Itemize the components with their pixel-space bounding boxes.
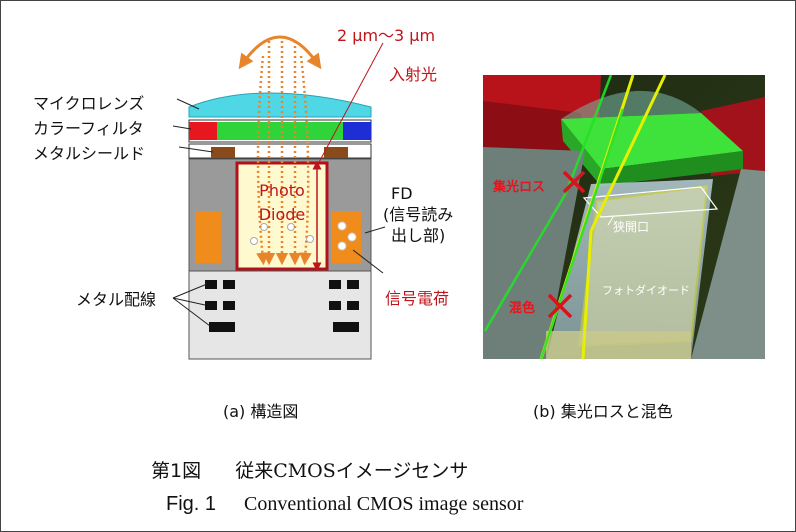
label-incident-light: 入射光 <box>389 65 438 84</box>
caption-b: (b) 集光ロスと混色 <box>533 402 673 421</box>
label-metal-wiring: メタル配線 <box>76 290 157 309</box>
green-filter <box>217 122 343 140</box>
figure-text-en: Conventional CMOS image sensor <box>244 493 524 515</box>
label-signal-charge: 信号電荷 <box>385 289 450 308</box>
incident-light-rays <box>256 41 312 266</box>
caption-a: (a) 構造図 <box>223 402 299 421</box>
microlens-shape <box>188 92 372 118</box>
label-photodiode-b: フォトダイオード <box>602 284 690 297</box>
label-fd-line3: 出し部) <box>391 226 446 245</box>
label-metal-shield: メタルシールド <box>33 144 146 163</box>
metal-shield-left <box>211 147 235 158</box>
figure-title-en: Fig. 1 Conventional CMOS image sensor <box>166 493 523 516</box>
figure-number-en: Fig. 1 <box>166 493 217 515</box>
label-photodiode: Photo Diode <box>251 179 313 227</box>
figure-number-jp: 第1図 <box>151 460 202 482</box>
label-color-mixing: 混色 <box>509 301 536 316</box>
figure-text-jp: 従来CMOSイメージセンサ <box>235 460 469 482</box>
label-microlens: マイクロレンズ <box>33 94 145 113</box>
metal-wiring-blocks <box>205 280 359 332</box>
blue-filter <box>343 122 371 140</box>
x-marks <box>547 170 586 319</box>
panel-a-structure <box>172 35 386 360</box>
label-photodiode-line2: Diode <box>258 205 306 224</box>
red-filter <box>189 122 217 140</box>
figure-title-jp: 第1図 従来CMOSイメージセンサ <box>151 456 468 483</box>
label-fd-line1: FD <box>391 184 413 203</box>
left-readout <box>195 211 221 263</box>
label-fd-line2: (信号読み <box>383 205 454 224</box>
light-swing-arc <box>238 35 322 70</box>
label-color-filter: カラーフィルタ <box>33 119 144 138</box>
label-photodiode-line1: Photo <box>259 181 305 200</box>
label-narrow-aperture: 狭開口 <box>613 220 650 234</box>
label-dimension: 2 μm〜3 μm <box>337 26 436 45</box>
label-light-loss: 集光ロス <box>493 180 546 195</box>
label-fd: FD (信号読み 出し部) <box>383 183 453 246</box>
panel-b-render <box>483 74 765 360</box>
metal-shield-right <box>324 147 348 158</box>
